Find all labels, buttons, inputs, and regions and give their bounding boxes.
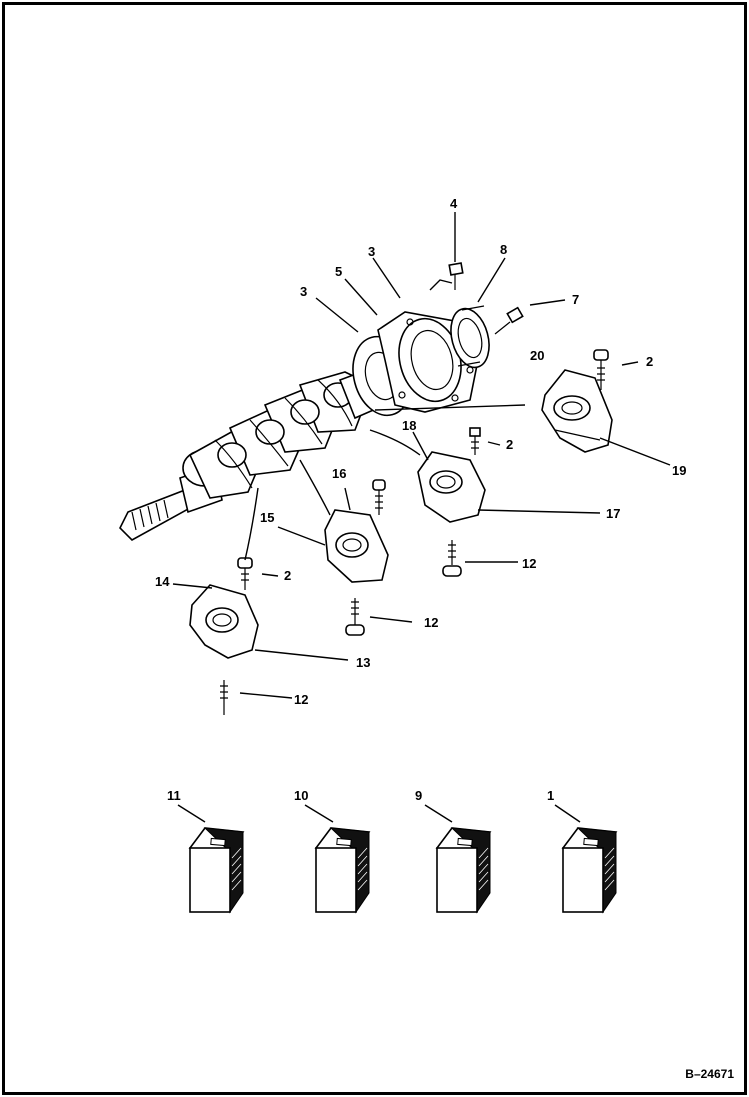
- bolt-top-16: [372, 479, 386, 515]
- callout-13: 13: [356, 655, 370, 670]
- bolt-2-left: [237, 557, 253, 590]
- bolt-2-top: [593, 349, 609, 390]
- callout-17: 17: [606, 506, 620, 521]
- bearing-pack-11: [188, 827, 245, 914]
- bearing-pack-1: [561, 827, 618, 914]
- figure-number: B–24671: [685, 1067, 734, 1081]
- bolt-7: [494, 306, 524, 335]
- callout-6: 4: [450, 196, 458, 211]
- callout-9: 9: [415, 788, 422, 803]
- callout-2-middle: 2: [506, 437, 513, 452]
- callout-12-right: 12: [522, 556, 536, 571]
- bolt-12-right: [442, 540, 462, 577]
- bolt-12-middle: [345, 598, 365, 636]
- bearing-pack-10: [314, 827, 371, 914]
- callout-16: 16: [332, 466, 346, 481]
- callout-8: 8: [500, 242, 507, 257]
- callout-3: 3: [300, 284, 307, 299]
- bearing-pack-9: [435, 827, 492, 914]
- bolt-2-middle: [469, 427, 481, 455]
- callout-19: 19: [672, 463, 686, 478]
- callout-2-left: 2: [284, 568, 291, 583]
- callout-12-middle: 12: [424, 615, 438, 630]
- callout-14: 14: [155, 574, 170, 589]
- callout-1: 1: [547, 788, 554, 803]
- rear-seal-housing: [352, 305, 490, 417]
- callout-4: 3: [368, 244, 375, 259]
- callout-18: 18: [402, 418, 416, 433]
- main-bearing-cap-17: [417, 451, 486, 523]
- main-bearing-cap-19: [541, 369, 613, 453]
- alignment-lines: [244, 279, 526, 561]
- main-bearing-cap-15: [324, 509, 389, 583]
- leader-lines: [172, 212, 671, 823]
- callout-5: 5: [335, 264, 342, 279]
- callout-11: 11: [167, 788, 181, 803]
- callout-7: 7: [572, 292, 579, 307]
- callout-2-top: 2: [646, 354, 653, 369]
- callout-20: 20: [530, 348, 544, 363]
- callout-10: 10: [294, 788, 308, 803]
- callout-12-left: 12: [294, 692, 308, 707]
- bolt-6: [448, 262, 464, 290]
- main-bearing-cap-13: [189, 584, 259, 659]
- callout-15: 15: [260, 510, 274, 525]
- bolt-12-left: [220, 680, 228, 715]
